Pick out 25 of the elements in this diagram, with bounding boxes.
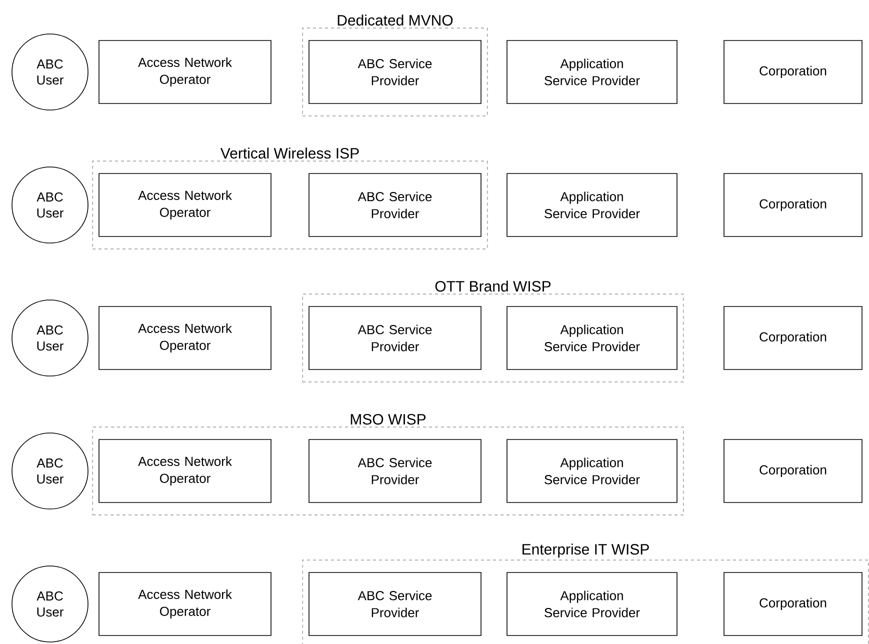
role-box: ABC Service Provider [308,40,482,104]
role-box: Application Service Provider [506,173,678,237]
role-box: Application Service Provider [506,572,678,636]
node-label: OTT Brand WISP [435,280,551,292]
role-box: Corporation [724,40,862,104]
role-box: Access Network Operator [98,439,272,503]
role-box: Access Network Operator [98,572,272,636]
role-box: Corporation [724,572,862,636]
role-box: Application Service Provider [506,439,678,503]
role-box: Access Network Operator [98,40,272,104]
node-label: Enterprise IT WISP [522,544,649,558]
role-box: ABC Service Provider [308,306,482,370]
role-box: Corporation [724,439,862,503]
role-box: Access Network Operator [98,173,272,237]
node-label: Vertical Wireless ISP [220,148,359,159]
role-box: Access Network Operator [98,306,272,370]
role-box: ABC Service Provider [308,439,482,503]
node-label: MSO WISP [350,414,426,425]
node-label: Dedicated MVNO [338,14,453,26]
role-box: Application Service Provider [506,306,678,370]
role-box: Corporation [724,306,862,370]
role-box: ABC Service Provider [308,572,482,636]
role-box: Application Service Provider [506,40,678,104]
role-box: Corporation [724,173,862,237]
role-box: ABC Service Provider [308,173,482,237]
